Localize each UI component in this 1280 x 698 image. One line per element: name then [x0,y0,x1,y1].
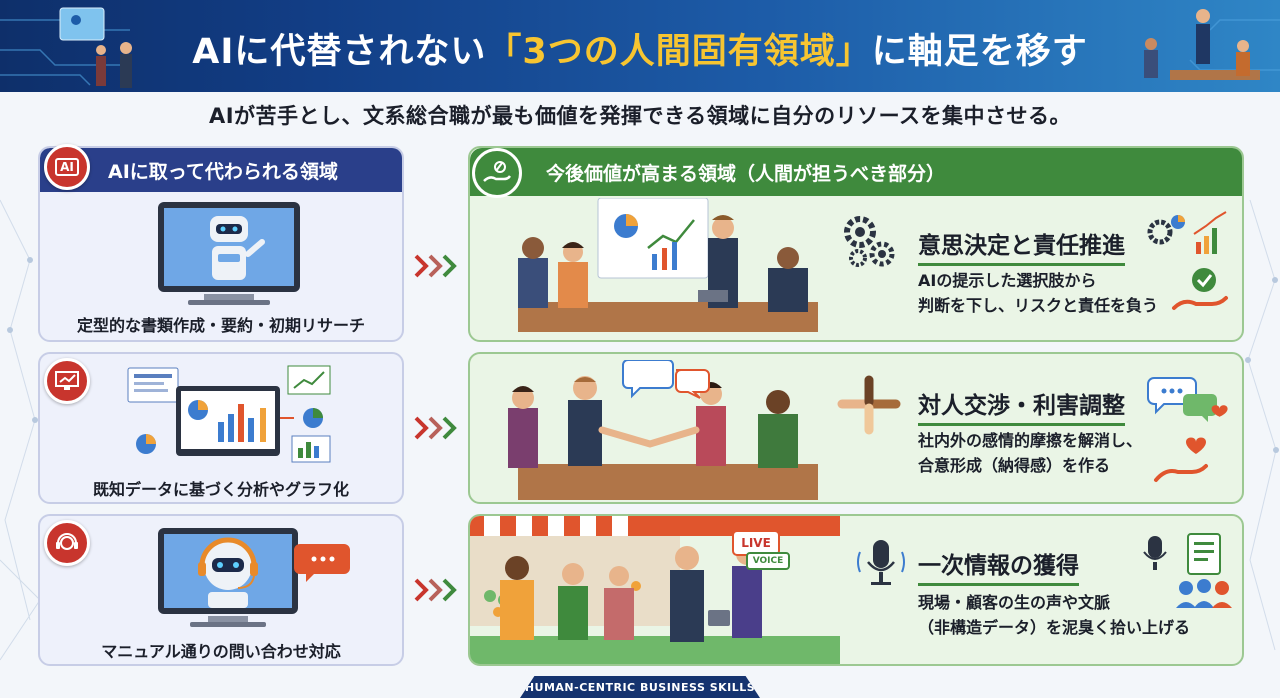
right-item-desc-1-line1: AIの提示した選択肢から [918,271,1097,290]
left-item-caption-1: 定型的な書類作成・要約・初期リサーチ [76,316,365,335]
right-item-title-1: 意思決定と責任推進 [918,226,1125,266]
right-card-decision: 今後価値が高まる領域（人間が担うべき部分） 意思決定と責任推進 AIの提示した選… [468,146,1244,342]
ai-badge-icon: AI [44,144,90,190]
footer-tag: HUMAN-CENTRIC BUSINESS SKILLS [520,676,760,698]
human-value-area-panel: 今後価値が高まる領域（人間が担うべき部分） 意思決定と責任推進 AIの提示した選… [468,146,1244,666]
market-illustration [470,516,840,664]
title-part-1: AIに代替されない [192,31,487,72]
handshake-team-icon [837,375,901,435]
right-card-negotiation: 対人交渉・利害調整 社内外の感情的摩擦を解消し、 合意形成（納得感）を作る [468,352,1244,504]
page-subtitle: AIが苦手とし、文系総合職が最も価値を発揮できる領域に自分のリソースを集中させる… [208,104,1072,128]
left-item-caption-2: 既知データに基づく分析やグラフ化 [92,480,349,499]
arrow-right-icon [414,416,457,440]
growth-hand-icon [472,148,522,198]
left-item-caption-3: マニュアル通りの問い合わせ対応 [101,642,341,661]
presenter-illustration [59,7,132,88]
chart-monitor-icon [127,365,331,463]
title-part-2: に軸足を移す [871,31,1088,72]
notes-audience-icon [1143,533,1232,608]
left-card-analysis: 既知データに基づく分析やグラフ化 [38,352,404,504]
right-header-label: 今後価値が高まる領域（人間が担うべき部分） [546,162,946,185]
right-item-desc-3-line2: （非構造データ）を泥臭く拾い上げる [918,618,1191,637]
negotiation-illustration [508,360,818,500]
right-item-title-2: 対人交渉・利害調整 [918,386,1125,426]
right-item-desc-3: 現場・顧客の生の声や文脈 （非構造データ）を泥臭く拾い上げる [918,590,1190,640]
headset-robot-icon [158,528,350,627]
left-panel-header: AIに取って代わられる領域 [40,148,402,192]
banner-decoration [0,7,1280,88]
right-item-desc-1: AIの提示した選択肢から 判断を下し、リスクと責任を負う [918,268,1158,318]
hand-check-icon [1172,268,1228,310]
microphone-icon [857,540,905,585]
right-item-desc-2-line2: 合意形成（納得感）を作る [918,456,1111,475]
right-item-desc-1-line2: 判断を下し、リスクと責任を負う [918,296,1159,315]
right-item-desc-2-line1: 社内外の感情的摩擦を解消し、 [918,431,1143,450]
voice-sign: VOICE [746,552,790,570]
replaceable-area-panel: AIに取って代わられる領域 定型的な書類作成・要約・初期リサーチ [38,144,404,666]
robot-monitor-icon [158,202,300,305]
right-item-title-3: 一次情報の獲得 [918,546,1079,586]
arrow-right-icon [414,578,457,602]
right-item-desc-2: 社内外の感情的摩擦を解消し、 合意形成（納得感）を作る [918,428,1142,478]
right-card-field-info: LIVE VOICE 一次情報の獲得 現場・顧客の生の声や文脈 （非構造データ）… [468,514,1244,666]
ai-badge-label: AI [55,158,79,176]
operator-badge-icon [44,520,90,566]
left-card-documents: AIに取って代わられる領域 定型的な書類作成・要約・初期リサーチ [38,146,404,342]
meeting-illustration [518,198,818,332]
chat-heart-icon [1147,377,1228,482]
chart-badge-icon [44,358,90,404]
chart-gear-icon [1147,211,1227,254]
right-panel-header: 今後価値が高まる領域（人間が担うべき部分） [470,148,1242,196]
left-card-support: マニュアル通りの問い合わせ対応 [38,514,404,666]
arrow-right-icon [414,254,457,278]
right-item-desc-3-line1: 現場・顧客の生の声や文脈 [918,593,1111,612]
page-title: AIに代替されない「3つの人間固有領域」に軸足を移す [150,20,1130,76]
header-banner: AIに代替されない「3つの人間固有領域」に軸足を移す [0,0,1280,92]
team-illustration [1144,9,1260,80]
title-highlight: 「3つの人間固有領域」 [486,31,872,72]
gears-icon [844,216,895,267]
left-header-label: AIに取って代わられる領域 [108,160,338,183]
